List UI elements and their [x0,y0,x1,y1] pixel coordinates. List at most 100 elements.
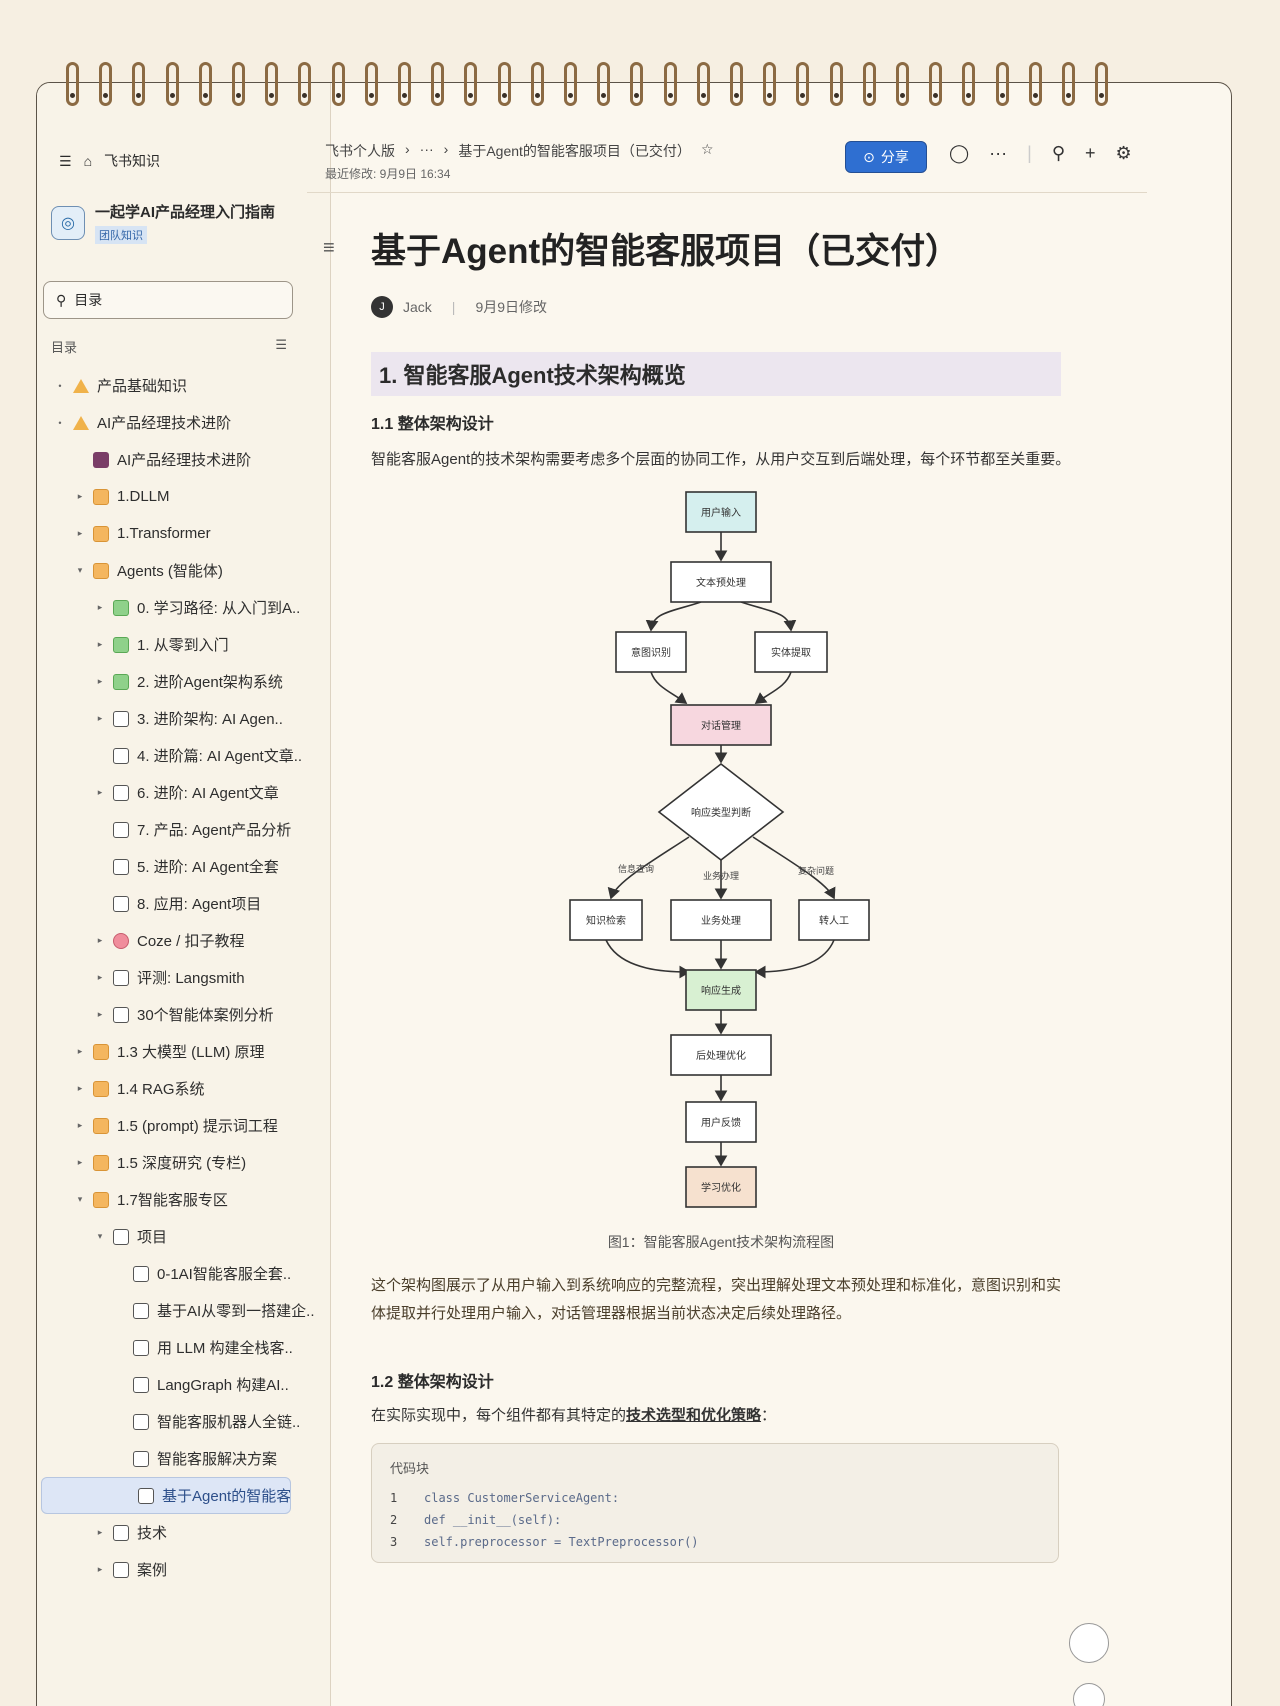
settings-icon[interactable]: ⚙ [1115,143,1132,163]
tree-item[interactable]: ▸1.3 大模型 (LLM) 原理 [37,1033,331,1070]
tree-item[interactable]: 基于AI从零到一搭建企.. [37,1292,331,1329]
tree-item-label: 用 LLM 构建全栈客.. [157,1340,293,1357]
tree-item[interactable]: 8. 应用: Agent项目 [37,885,331,922]
tree-item[interactable]: ▸3. 进阶架构: AI Agen.. [37,700,331,737]
expand-arrow-icon[interactable]: ▸ [97,676,103,686]
expand-arrow-icon[interactable]: ▾ [77,565,83,575]
tree-item[interactable]: 4. 进阶篇: AI Agent文章.. [37,737,331,774]
flow-node-input: 用户输入 [685,491,757,533]
assistant-button[interactable] [1073,1683,1105,1706]
expand-arrow-icon[interactable]: ▸ [77,1046,83,1056]
toc-list-icon[interactable]: ☰ [275,337,287,352]
tree-item-label: 0-1AI智能客服全套.. [157,1266,292,1283]
expand-arrow-icon[interactable]: ▸ [97,713,103,723]
notebook-page: ☰ ⌂ 飞书知识 ◎ 一起学AI产品经理入门指南 团队知识 ⚲ 目录 目录 ☰ … [36,82,1232,1706]
author-name[interactable]: Jack [403,299,432,315]
expand-arrow-icon[interactable]: ▸ [77,528,83,538]
tree-item[interactable]: ▸1. 从零到入门 [37,626,331,663]
outline-icon[interactable]: ≡ [323,237,335,259]
tree-item-label: AI产品经理技术进阶 [117,452,252,469]
tree-item[interactable]: ▾1.7智能客服专区 [37,1181,331,1218]
tree-item[interactable]: 智能客服机器人全链.. [37,1403,331,1440]
knowledge-label[interactable]: 飞书知识 [104,153,161,169]
tree-item-label: 1.5 深度研究 (专栏) [117,1155,247,1172]
tree-item[interactable]: 智能客服解决方案 [37,1440,331,1477]
menu-icon[interactable]: ☰ [59,152,72,169]
tree-item[interactable]: 0-1AI智能客服全套.. [37,1255,331,1292]
flow-edge [740,601,797,632]
tree-item[interactable]: 用 LLM 构建全栈客.. [37,1329,331,1366]
expand-arrow-icon[interactable]: ▸ [97,972,103,982]
tree-item-label: Agents (智能体) [117,563,223,580]
tree-item[interactable]: 基于Agent的智能客服.. [41,1477,291,1514]
tree-item[interactable]: •产品基础知识 [37,367,331,404]
expand-arrow-icon[interactable]: ▸ [97,787,103,797]
tree-item[interactable]: ▸技术 [37,1514,331,1551]
crumb-more[interactable]: ··· [419,141,434,157]
help-button[interactable] [1069,1623,1109,1663]
tree-item[interactable]: LangGraph 构建AI.. [37,1366,331,1403]
flow-edge-label: 信息查询 [618,863,654,874]
tree-item[interactable]: ▸ 1.5 深度研究 (专栏) [37,1144,331,1181]
tree-item[interactable]: ▸1.4 RAG系统 [37,1070,331,1107]
expand-arrow-icon[interactable]: ▸ [97,935,103,945]
tree-item[interactable]: •AI产品经理技术进阶 [37,404,331,441]
expand-arrow-icon[interactable]: ▸ [97,602,103,612]
expand-arrow-icon[interactable]: • [58,380,62,391]
plus-icon[interactable]: + [1085,143,1096,163]
tree-item-label: Coze / 扣子教程 [137,933,245,950]
tree-item[interactable]: ▸案例 [37,1551,331,1588]
toc-search-input[interactable]: ⚲ 目录 [43,281,293,319]
tree-item[interactable]: ▸1.5 (prompt) 提示词工程 [37,1107,331,1144]
flow-node-intent: 意图识别 [615,631,687,673]
binding-ring [962,62,976,106]
tree-item[interactable]: ▸1.Transformer [37,515,331,552]
tree-item-label: 5. 进阶: AI Agent全套 [137,859,279,876]
comment-icon[interactable]: ◯ [949,143,970,163]
tree-item[interactable]: ▸6. 进阶: AI Agent文章 [37,774,331,811]
home-icon[interactable]: ⌂ [83,153,93,169]
tree-item[interactable]: ▸30个智能体案例分析 [37,996,331,1033]
flow-node-label: 对话管理 [701,719,741,732]
expand-arrow-icon[interactable]: ▸ [77,1083,83,1093]
tree-item[interactable]: 7. 产品: Agent产品分析 [37,811,331,848]
tree-item-label: 评测: Langsmith [137,970,245,987]
crumb-root[interactable]: 飞书个人版 [325,143,395,159]
star-icon[interactable]: ☆ [700,141,714,157]
tree-item[interactable]: ▸0. 学习路径: 从入门到A.. [37,589,331,626]
tree-item[interactable]: ▸1.DLLM [37,478,331,515]
workspace-header[interactable]: ◎ 一起学AI产品经理入门指南 团队知识 [51,201,275,244]
avatar[interactable]: J [371,296,393,318]
expand-arrow-icon[interactable]: ▸ [97,1527,103,1537]
doc-doc-icon [113,1006,129,1023]
flow-node-label: 知识检索 [586,914,626,927]
orange-doc-icon [93,1154,109,1171]
more-icon[interactable]: ··· [989,143,1008,163]
tree-item[interactable]: ▸ Coze / 扣子教程 [37,922,331,959]
expand-arrow-icon[interactable]: ▾ [97,1231,103,1241]
expand-arrow-icon[interactable]: ▸ [97,639,103,649]
expand-arrow-icon[interactable]: ▾ [77,1194,83,1204]
expand-arrow-icon[interactable]: ▸ [97,1009,103,1019]
tree-item[interactable]: 5. 进阶: AI Agent全套 [37,848,331,885]
share-button[interactable]: ⊙ 分享 [845,141,927,173]
search-icon[interactable]: ⚲ [1051,143,1066,163]
flow-node-human: 转人工 [798,899,870,941]
doc-doc-icon [133,1450,149,1467]
tree-item[interactable]: ▾ Agents (智能体) [37,552,331,589]
tree-item[interactable]: ▸2. 进阶Agent架构系统 [37,663,331,700]
expand-arrow-icon[interactable]: ▸ [77,491,83,501]
expand-arrow-icon[interactable]: ▸ [77,1120,83,1130]
crumb-page[interactable]: 基于Agent的智能客服项目（已交付） [458,143,691,159]
tree-item[interactable]: ▸ 评测: Langsmith [37,959,331,996]
expand-arrow-icon[interactable]: • [58,417,62,428]
expand-arrow-icon[interactable]: ▸ [77,1157,83,1167]
green-doc-icon [113,673,129,690]
flow-edge [752,836,836,900]
architecture-flowchart: 用户输入文本预处理意图识别实体提取对话管理响应类型判断知识检索业务处理转人工响应… [371,482,1071,1272]
tree-item[interactable]: ▾项目 [37,1218,331,1255]
expand-arrow-icon[interactable]: ▸ [97,1564,103,1574]
tree-item[interactable]: AI产品经理技术进阶 [37,441,331,478]
